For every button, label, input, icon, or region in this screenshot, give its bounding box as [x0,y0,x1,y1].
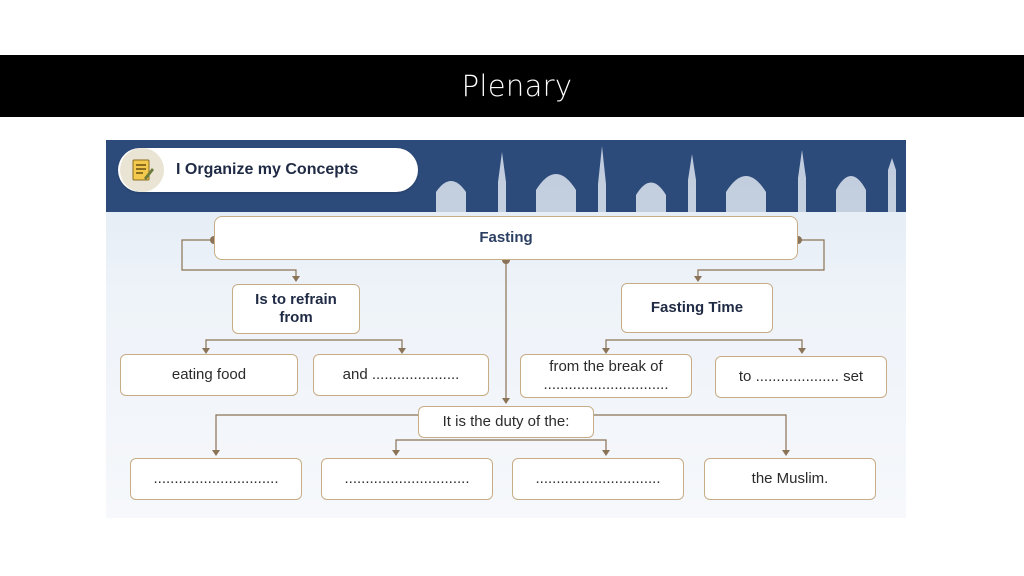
slide-title-bar: Plenary [0,55,1024,117]
branch-fasting-time-label: Fasting Time [650,299,744,316]
duty-item-4-label: the Muslim. [751,470,829,487]
branch-duty: It is the duty of the: [418,406,594,438]
slide-title: Plenary [461,69,573,103]
duty-item-3-label: .............................. [535,470,661,487]
branch-fasting-time: Fasting Time [621,283,773,333]
duty-item-2: .............................. [321,458,493,500]
time-item-2-label: to .................... set [738,368,864,385]
notebook-pencil-icon [120,148,164,192]
duty-item-3: .............................. [512,458,684,500]
refrain-item-2: and ..................... [313,354,489,396]
section-header: I Organize my Concepts [118,148,418,192]
branch-duty-label: It is the duty of the: [442,413,570,430]
duty-item-2-label: .............................. [344,470,470,487]
branch-refrain: Is to refrain from [232,284,360,334]
concept-map-figure: I Organize my Concepts [106,140,906,518]
time-item-1-label: from the break of ......................… [543,358,669,393]
section-header-text: I Organize my Concepts [176,161,359,178]
refrain-item-1-label: eating food [171,366,247,383]
root-node-fasting: Fasting [214,216,798,260]
duty-item-4: the Muslim. [704,458,876,500]
refrain-item-1: eating food [120,354,298,396]
time-item-1: from the break of ......................… [520,354,692,398]
root-node-label: Fasting [479,229,533,246]
duty-item-1-label: .............................. [153,470,279,487]
connector-lines [181,236,825,456]
time-item-2: to .................... set [715,356,887,398]
duty-item-1: .............................. [130,458,302,500]
branch-refrain-label: Is to refrain from [255,291,337,326]
refrain-item-2-label: and ..................... [342,366,460,383]
